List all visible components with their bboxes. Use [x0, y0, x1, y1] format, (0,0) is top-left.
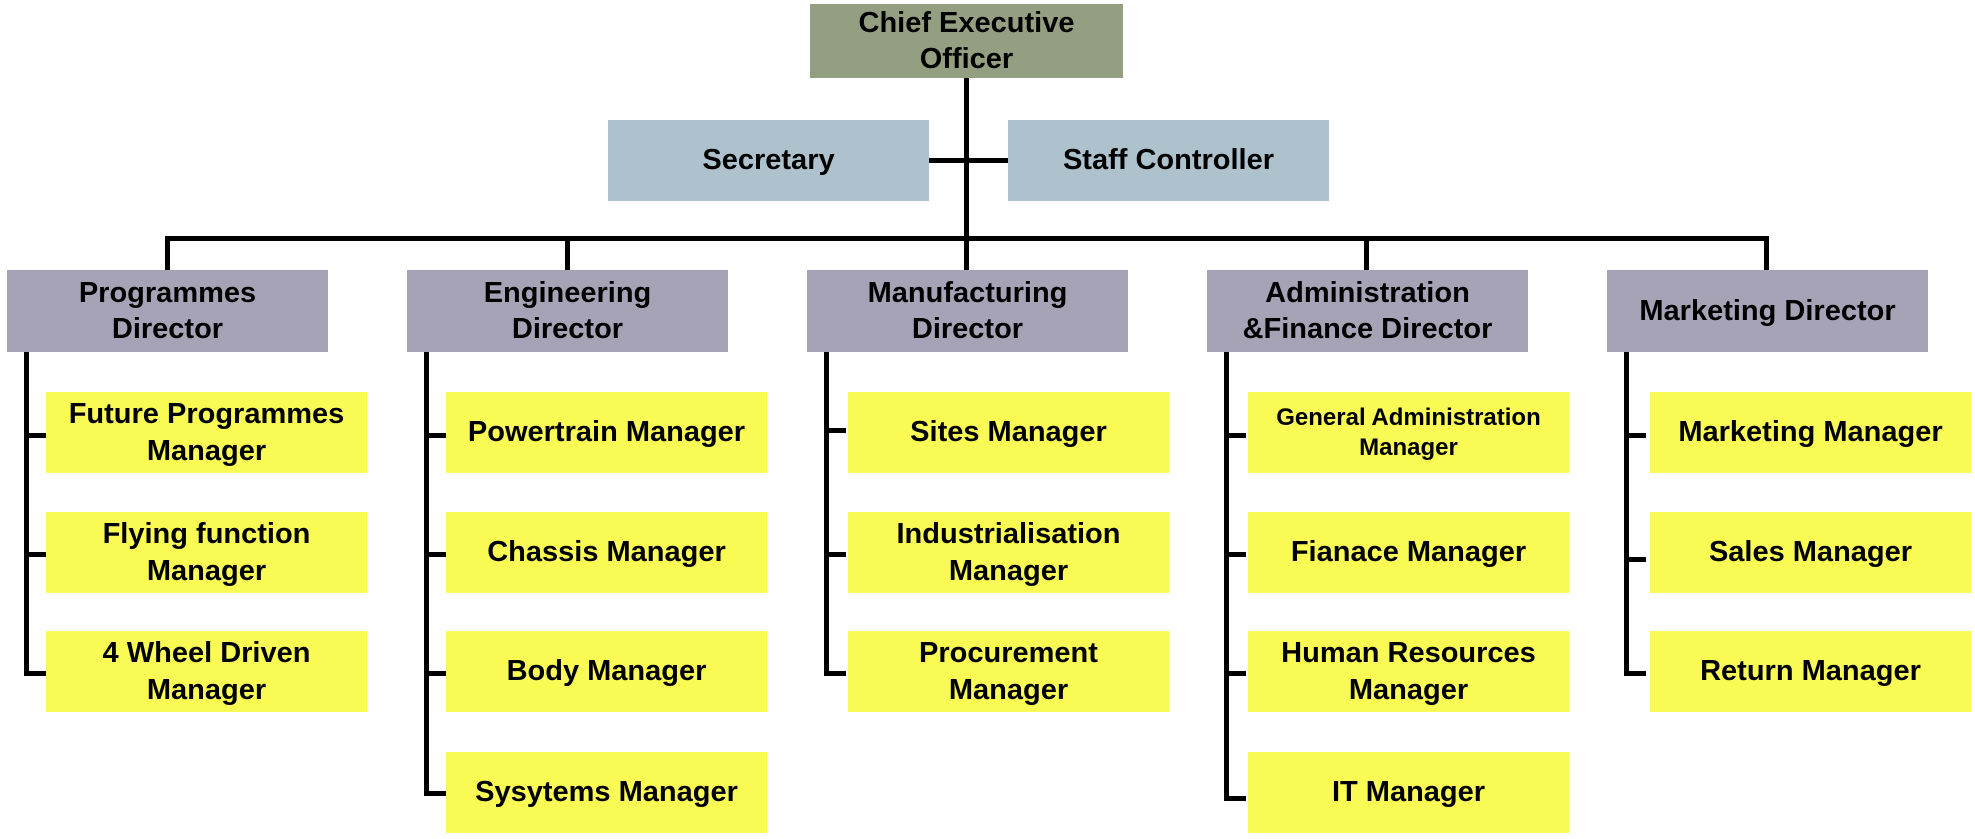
manager-tick-line — [24, 433, 46, 438]
marketing-director-box: Marketing Director — [1607, 270, 1928, 352]
secretary-box: Secretary — [608, 120, 929, 201]
manager-tick-line — [1224, 796, 1246, 801]
manager-tick-line — [1224, 552, 1246, 557]
ceo-trunk-line — [964, 77, 969, 238]
manager-tick-line — [824, 671, 846, 676]
it-manager-box: IT Manager — [1248, 752, 1569, 833]
department-spine-line — [424, 352, 429, 796]
manager-tick-line — [1624, 671, 1646, 676]
systems-manager-box: Sysytems Manager — [446, 752, 767, 833]
department-spine-line — [24, 352, 29, 676]
staff-controller-box: Staff Controller — [1008, 120, 1329, 201]
director-drop-line — [565, 238, 570, 272]
sites-manager-box: Sites Manager — [848, 392, 1169, 473]
department-spine-line — [1224, 352, 1229, 796]
flying-function-manager-box: Flying function Manager — [46, 512, 367, 593]
manager-tick-line — [424, 552, 446, 557]
return-manager-box: Return Manager — [1650, 631, 1971, 712]
manager-tick-line — [424, 671, 446, 676]
department-spine-line — [1624, 352, 1629, 676]
department-spine-line — [824, 352, 829, 676]
manager-tick-line — [824, 428, 846, 433]
engineering-director-box: Engineering Director — [407, 270, 728, 352]
staff-connector-line — [928, 158, 1009, 163]
human-resources-manager-box: Human Resources Manager — [1248, 631, 1569, 712]
general-administration-manager-box: General Administration Manager — [1248, 392, 1569, 473]
director-drop-line — [165, 238, 170, 272]
manager-tick-line — [1224, 671, 1246, 676]
industrialisation-manager-box: Industrialisation Manager — [848, 512, 1169, 593]
future-programmes-manager-box: Future Programmes Manager — [46, 392, 367, 473]
sales-manager-box: Sales Manager — [1650, 512, 1971, 593]
manager-tick-line — [424, 433, 446, 438]
manufacturing-director-box: Manufacturing Director — [807, 270, 1128, 352]
body-manager-box: Body Manager — [446, 631, 767, 712]
marketing-manager-box: Marketing Manager — [1650, 392, 1971, 473]
finance-manager-box: Fianace Manager — [1248, 512, 1569, 593]
manager-tick-line — [24, 552, 46, 557]
manager-tick-line — [1224, 433, 1246, 438]
admin-finance-director-box: Administration &Finance Director — [1207, 270, 1528, 352]
manager-tick-line — [824, 552, 846, 557]
manager-tick-line — [1624, 433, 1646, 438]
four-wheel-driven-manager-box: 4 Wheel Driven Manager — [46, 631, 367, 712]
director-drop-line — [964, 238, 969, 272]
procurement-manager-box: Procurement Manager — [848, 631, 1169, 712]
powertrain-manager-box: Powertrain Manager — [446, 392, 767, 473]
manager-tick-line — [24, 671, 46, 676]
ceo-box: Chief Executive Officer — [810, 4, 1123, 78]
director-drop-line — [1364, 238, 1369, 272]
programmes-director-box: Programmes Director — [7, 270, 328, 352]
manager-tick-line — [424, 791, 446, 796]
chassis-manager-box: Chassis Manager — [446, 512, 767, 593]
director-drop-line — [1764, 238, 1769, 272]
manager-tick-line — [1624, 557, 1646, 562]
